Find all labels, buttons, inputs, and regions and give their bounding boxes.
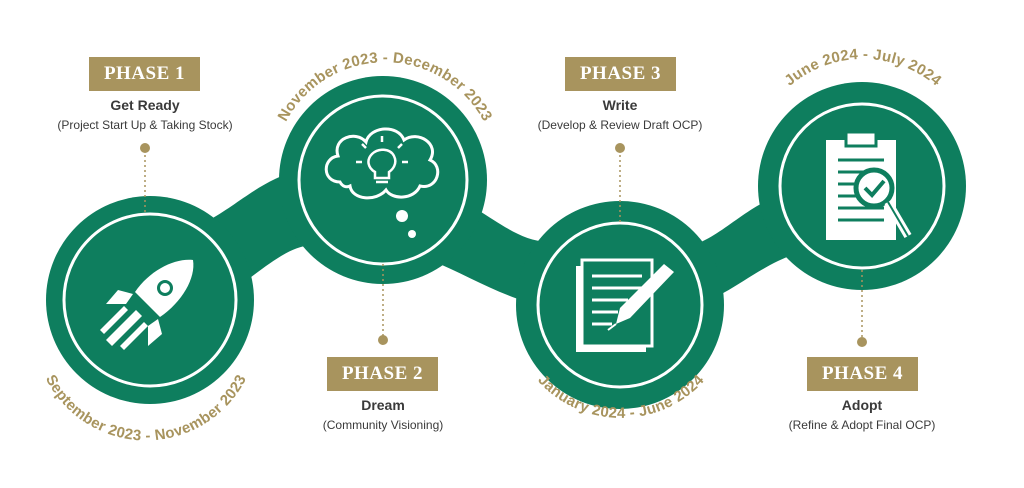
phase-1-title: Get Ready xyxy=(110,97,180,113)
phase-2-badge: PHASE 2 xyxy=(327,357,438,391)
phase-1-badge: PHASE 1 xyxy=(89,57,200,91)
document-pen-icon xyxy=(576,258,674,352)
phase-3-badge: PHASE 3 xyxy=(565,57,676,91)
phase-3-subtitle: (Develop & Review Draft OCP) xyxy=(537,118,703,132)
leader-dot xyxy=(378,335,388,345)
phase-4-title: Adopt xyxy=(841,397,883,413)
phase-2-title: Dream xyxy=(361,397,405,413)
phase-1-node xyxy=(46,196,254,404)
phase-3-title: Write xyxy=(602,97,638,113)
leader-dot xyxy=(857,337,867,347)
leader-dot xyxy=(140,143,150,153)
phase-2-node xyxy=(279,76,487,284)
phase-4-badge: PHASE 4 xyxy=(807,357,918,391)
phase-4-node xyxy=(758,82,966,290)
phase-3-node xyxy=(516,201,724,409)
clipboard-check-icon xyxy=(826,130,912,240)
leader-lines xyxy=(144,150,863,342)
phase-2-subtitle: (Community Visioning) xyxy=(322,418,444,432)
phase-1-subtitle: (Project Start Up & Taking Stock) xyxy=(57,118,233,132)
thought-bubble-lightbulb-icon xyxy=(324,127,440,238)
leader-dot xyxy=(615,143,625,153)
phase-4-subtitle: (Refine & Adopt Final OCP) xyxy=(788,418,936,432)
rocket-icon xyxy=(100,259,194,350)
